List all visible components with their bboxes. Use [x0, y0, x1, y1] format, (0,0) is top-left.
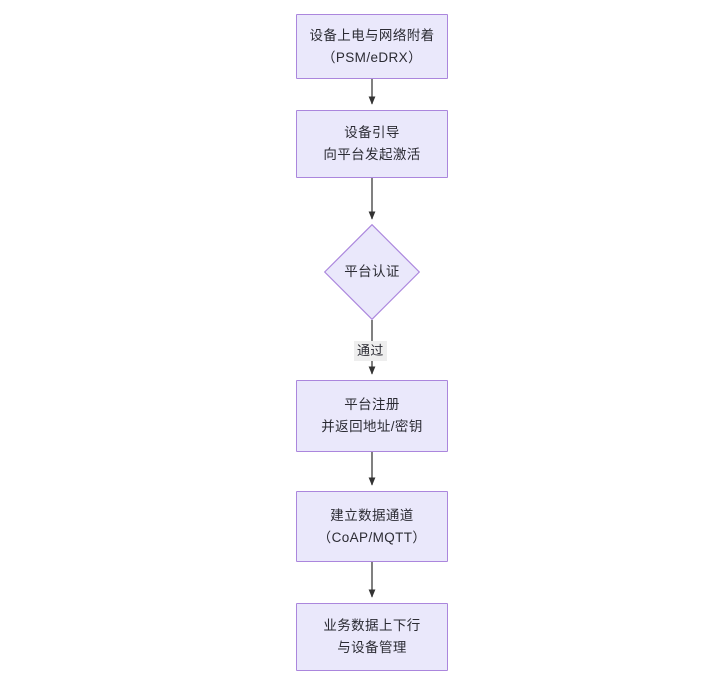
node-label: 设备引导 向平台发起激活: [323, 125, 421, 162]
node-label: 平台认证: [344, 264, 400, 279]
node-device-power-on[interactable]: 设备上电与网络附着 （PSM/eDRX）: [296, 14, 448, 79]
node-label: 业务数据上下行 与设备管理: [323, 618, 421, 655]
node-platform-registration[interactable]: 平台注册 并返回地址/密钥: [296, 380, 448, 452]
node-business-data[interactable]: 业务数据上下行 与设备管理: [296, 603, 448, 671]
diamond-shape: [324, 224, 420, 320]
node-label: 建立数据通道 （CoAP/MQTT）: [317, 507, 427, 545]
node-data-channel[interactable]: 建立数据通道 （CoAP/MQTT）: [296, 491, 448, 562]
node-device-bootstrap[interactable]: 设备引导 向平台发起激活: [296, 110, 448, 178]
node-label: 设备上电与网络附着 （PSM/eDRX）: [309, 27, 435, 65]
edge-label-pass: 通过: [354, 341, 387, 361]
node-platform-authentication[interactable]: 平台认证: [324, 224, 420, 320]
node-label: 平台注册 并返回地址/密钥: [321, 397, 423, 434]
